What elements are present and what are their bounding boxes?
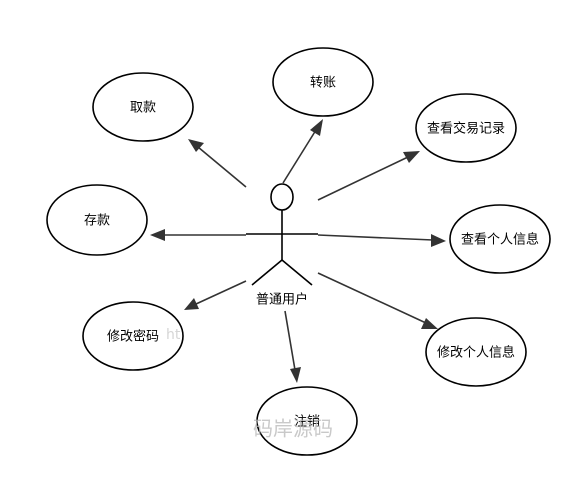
arrowhead-edit-profile: [421, 318, 438, 329]
arrowhead-view-transactions: [403, 151, 420, 163]
use-case-withdraw-label: 取款: [130, 101, 156, 116]
actor-label: 普通用户: [256, 292, 308, 308]
arrow-to-transfer: [282, 129, 317, 184]
use-case-transfer-label: 转账: [310, 76, 336, 91]
arrowhead-transfer: [310, 119, 323, 136]
arrowhead-view-profile: [431, 234, 446, 247]
arrowhead-change-password: [184, 298, 199, 310]
watermark-text: 码岸源码: [253, 417, 333, 441]
actor-stick-figure: [246, 183, 318, 286]
use-case-view-transactions: 查看交易记录: [415, 93, 517, 163]
arrow-to-edit-profile: [317, 272, 427, 324]
actor-head: [270, 183, 294, 211]
use-case-transfer: 转账: [272, 47, 374, 117]
arrow-to-logout: [284, 310, 296, 371]
arrow-to-change-password: [195, 280, 247, 305]
watermark-fragment: ht: [166, 327, 181, 343]
association-arrows: [150, 119, 446, 383]
arrow-to-view-transactions: [317, 156, 409, 201]
use-case-edit-profile-label: 修改个人信息: [437, 345, 515, 361]
use-case-deposit: 存款: [46, 184, 148, 256]
use-case-logout-label: 注销: [294, 415, 320, 430]
use-case-deposit-label: 存款: [84, 214, 110, 229]
arrowhead-deposit: [150, 229, 165, 241]
use-case-change-password: 修改密码: [82, 301, 184, 371]
use-case-logout: 注销: [256, 386, 358, 456]
actor-left-leg: [251, 259, 283, 286]
use-case-change-password-label: 修改密码: [107, 329, 159, 345]
arrow-to-withdraw: [197, 146, 247, 188]
use-case-view-profile: 查看个人信息: [449, 204, 551, 274]
use-case-withdraw: 取款: [92, 72, 194, 142]
actor-right-leg: [281, 259, 313, 286]
arrowhead-withdraw: [188, 139, 204, 152]
use-case-view-transactions-label: 查看交易记录: [427, 121, 505, 137]
use-case-edit-profile: 修改个人信息: [425, 317, 527, 387]
use-case-view-profile-label: 查看个人信息: [461, 232, 539, 248]
arrow-to-view-profile: [317, 234, 434, 241]
arrowhead-logout: [290, 367, 301, 383]
